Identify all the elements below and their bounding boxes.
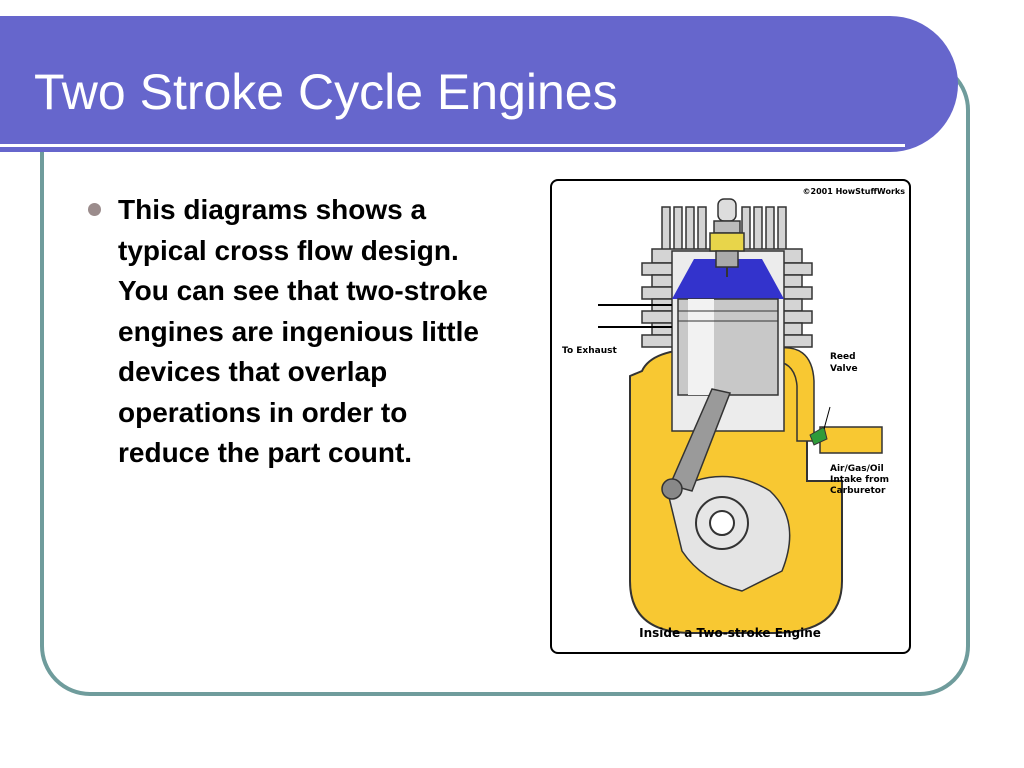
engine-illustration: ©2001 HowStuffWorks To Exhaust Reed Valv… (562, 187, 906, 640)
combustion-chamber (672, 259, 784, 299)
label-reed-valve: Valve (830, 364, 858, 374)
label-intake: Air/Gas/Oil (830, 464, 884, 474)
label-intake: Intake from (830, 475, 889, 485)
intake-tube-shape (819, 426, 883, 454)
bullet-text: This diagrams shows a typical cross flow… (118, 194, 488, 468)
slide-title: Two Stroke Cycle Engines (34, 64, 618, 120)
label-intake: Carburetor (830, 486, 886, 496)
bullet-item: This diagrams shows a typical cross flow… (82, 190, 502, 474)
bullet-list: This diagrams shows a typical cross flow… (82, 190, 502, 474)
diagram-copyright: ©2001 HowStuffWorks (803, 187, 906, 196)
label-to-exhaust: To Exhaust (562, 346, 617, 356)
crank-pin (661, 478, 683, 500)
crank-shaft (709, 510, 735, 536)
title-bar: Two Stroke Cycle Engines (0, 16, 958, 152)
title-underline (0, 144, 905, 147)
connecting-rod (668, 388, 732, 492)
reed-valve-shape (809, 426, 828, 446)
spark-plug-icon (709, 198, 745, 277)
bullet-dot-icon (88, 203, 101, 216)
diagram-caption: Inside a Two-stroke Engine (639, 626, 821, 640)
piston-highlight (688, 299, 714, 395)
label-reed-valve: Reed (830, 352, 856, 362)
engine-diagram: ©2001 HowStuffWorks To Exhaust Reed Valv… (550, 179, 911, 654)
reed-valve-leader (823, 406, 831, 430)
